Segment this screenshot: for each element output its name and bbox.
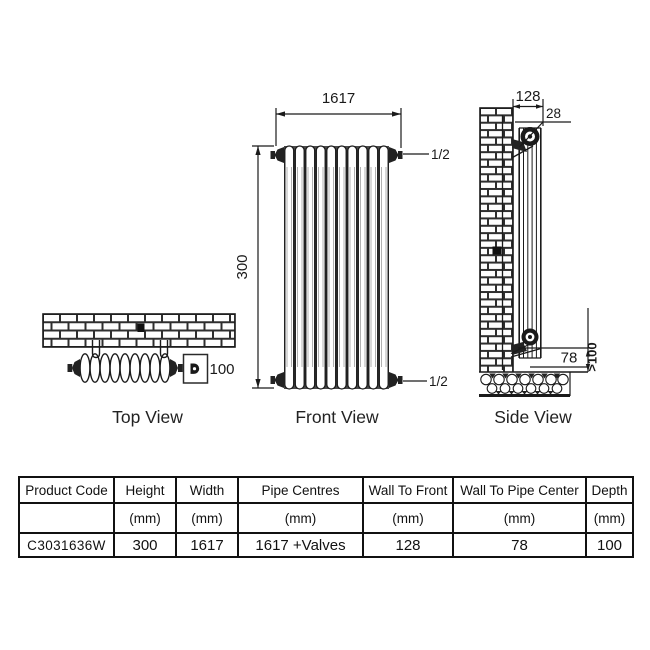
plug-top-left xyxy=(274,147,284,163)
wall-fixing-mark xyxy=(492,246,502,255)
plug-nub xyxy=(398,151,403,159)
plug-top-right xyxy=(389,147,399,163)
dim-wall-gap-28: 28 xyxy=(546,106,561,121)
table-row: C3031636W 300 1617 1617 +Valves 128 78 1… xyxy=(18,532,634,558)
radiator-top-columns xyxy=(79,353,171,383)
wall-bracket-left xyxy=(91,340,101,359)
header-width: Width xyxy=(175,476,239,504)
dim-floor-clearance-100: >100 xyxy=(585,342,600,371)
table-units-row: (mm) (mm) (mm) (mm) (mm) (mm) xyxy=(18,502,634,534)
header-pipe-centres: Pipe Centres xyxy=(237,476,364,504)
leader-diagonal xyxy=(519,121,544,148)
valve-symbol-dot xyxy=(192,367,197,371)
side-view: 128 28 78 >100 xyxy=(479,88,600,397)
dim-wall-to-front-128: 128 xyxy=(515,88,540,105)
arrowhead xyxy=(255,379,261,388)
plug-nub xyxy=(270,151,275,159)
arrowhead xyxy=(255,146,261,155)
side-view-label: Side View xyxy=(494,407,572,427)
header-wall-to-pipe-center: Wall To Pipe Center xyxy=(452,476,587,504)
value-depth: 100 xyxy=(585,532,634,558)
valve-nub-right xyxy=(178,364,183,372)
radiator-columns xyxy=(284,145,389,390)
arrowhead xyxy=(585,364,591,372)
table-header-row: Product Code Height Width Pipe Centres W… xyxy=(18,476,634,504)
dim-tapping-bottom: 1/2 xyxy=(429,374,448,389)
arrowhead xyxy=(276,111,285,117)
arrowhead xyxy=(392,111,401,117)
wall-fixing-mark xyxy=(137,323,145,332)
wall-brick-column xyxy=(479,107,514,374)
unit-pipe-centres: (mm) xyxy=(237,502,364,534)
arrowhead xyxy=(585,349,591,357)
header-height: Height xyxy=(113,476,177,504)
dim-width-1617: 1617 xyxy=(322,90,355,107)
wall-bracket-right xyxy=(159,340,169,359)
value-wall-to-pipe-center: 78 xyxy=(452,532,587,558)
value-product-code: C3031636W xyxy=(18,532,115,558)
plug-nub xyxy=(270,376,275,384)
top-view: 100 xyxy=(42,313,236,384)
unit-product-code xyxy=(18,502,115,534)
plug-bottom-right xyxy=(389,372,399,388)
bracket-bottom-strut xyxy=(510,347,542,358)
unit-wall-to-pipe-center: (mm) xyxy=(452,502,587,534)
dim-tapping-top: 1/2 xyxy=(431,147,450,162)
header-depth: Depth xyxy=(585,476,634,504)
arrowhead xyxy=(536,104,543,109)
end-cap-right xyxy=(170,359,178,377)
dim-height-300: 300 xyxy=(234,254,251,279)
bracket-bottom-strut xyxy=(510,343,530,355)
value-width: 1617 xyxy=(175,532,239,558)
arrowhead xyxy=(513,104,520,109)
bracket-top-strut xyxy=(512,145,534,159)
bracket-top xyxy=(512,139,527,152)
value-wall-to-front: 128 xyxy=(362,532,454,558)
valve-nub-left xyxy=(67,364,73,372)
value-height: 300 xyxy=(113,532,177,558)
unit-wall-to-front: (mm) xyxy=(362,502,454,534)
front-view: 1617 300 1/2 1/2 xyxy=(234,90,450,390)
wall-brick-band xyxy=(42,313,236,348)
unit-depth: (mm) xyxy=(585,502,634,534)
floor-stones xyxy=(480,373,569,395)
spec-table: Product Code Height Width Pipe Centres W… xyxy=(18,476,634,558)
plug-nub xyxy=(398,376,403,384)
technical-drawing: 100 1617 300 xyxy=(42,88,600,427)
dim-depth-100: 100 xyxy=(210,361,235,378)
top-view-label: Top View xyxy=(112,407,183,427)
value-pipe-centres: 1617 +Valves xyxy=(237,532,364,558)
front-view-label: Front View xyxy=(295,407,379,427)
header-product-code: Product Code xyxy=(18,476,115,504)
header-wall-to-front: Wall To Front xyxy=(362,476,454,504)
unit-width: (mm) xyxy=(175,502,239,534)
unit-height: (mm) xyxy=(113,502,177,534)
end-cap-left xyxy=(72,359,80,377)
pipe-boss-bottom-center xyxy=(528,335,532,339)
dim-wall-to-pipe-78: 78 xyxy=(561,350,578,367)
plug-bottom-left xyxy=(274,372,284,388)
